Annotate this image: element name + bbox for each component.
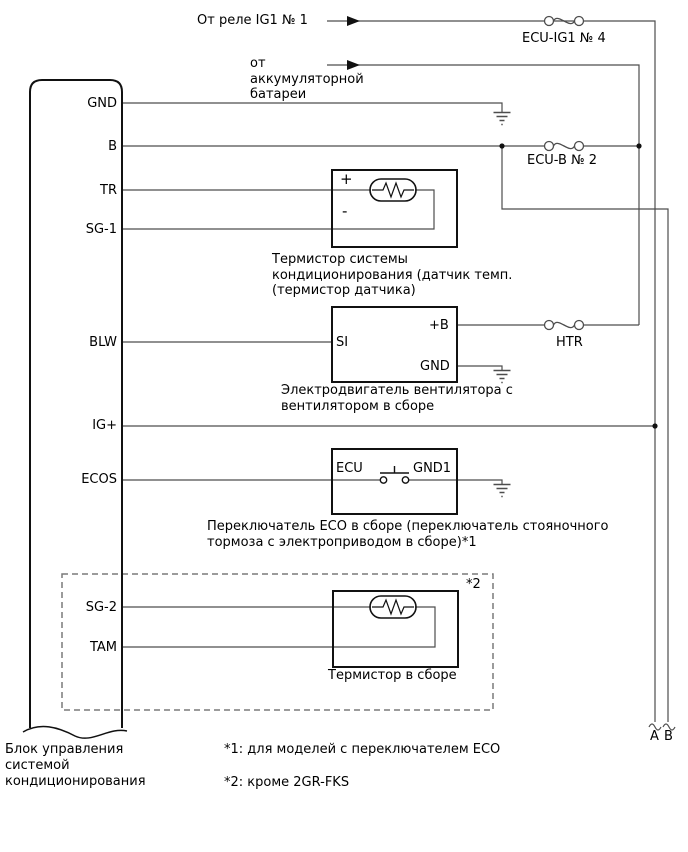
- fuse-ecu-b-label: ECU-B № 2: [527, 153, 598, 168]
- terminal-breaks: [648, 723, 676, 731]
- eco-switch-box: [331, 448, 458, 515]
- arrow-ig1-icon: [347, 16, 360, 26]
- fuse-htr-icon: [543, 319, 585, 331]
- thermistor-oval-icon: [369, 595, 417, 619]
- ecu-pin-gnd: GND: [87, 96, 117, 111]
- wire-gnd1: [409, 479, 503, 484]
- wire-b-branch-terminal: [501, 146, 669, 722]
- ecu-pin-ecos: ECOS: [81, 472, 117, 487]
- ac-thermistor-minus-label: -: [342, 202, 348, 220]
- resistor-zigzag-icon: [372, 598, 414, 616]
- terminal-a-break-icon: [648, 723, 662, 731]
- footnote-1: *1: для моделей с переключателем ECO: [224, 742, 501, 757]
- source-battery-label: от аккумуляторной батареи: [250, 56, 364, 102]
- blower-caption: Электродвигатель вентилятора с вентилято…: [281, 383, 513, 414]
- eco-switch-caption: Переключатель ECO в сборе (переключатель…: [207, 519, 609, 550]
- blower-pin-gnd-label: GND: [420, 359, 450, 374]
- terminal-b-break-icon: [662, 723, 676, 731]
- ecu-label: Блок управления системой кондиционирован…: [5, 742, 146, 789]
- ground-icon: [493, 111, 511, 126]
- footnote-2: *2: кроме 2GR-FKS: [224, 775, 350, 790]
- wire-blower-gnd: [457, 365, 503, 370]
- thermistor-symbols: [369, 178, 417, 619]
- ecu-box: [29, 79, 123, 728]
- wire-gnd: [122, 102, 503, 112]
- resistor-zigzag-icon: [372, 181, 414, 199]
- ac-thermistor-caption: Термистор системы кондиционирования (дат…: [272, 252, 513, 298]
- thermistor-assy-box: [332, 590, 459, 668]
- switch-contact-icon: [379, 466, 410, 484]
- wire-battery-feed: [327, 64, 640, 325]
- ac-thermistor-box: [331, 169, 458, 248]
- arrow-battery-icon: [347, 60, 360, 70]
- ecu-pin-b: B: [108, 139, 117, 154]
- terminal-a-label: A: [650, 729, 659, 744]
- ground-symbols: [493, 111, 511, 498]
- ecu-pin-sg2: SG-2: [85, 600, 117, 615]
- junction-dot: [652, 423, 658, 429]
- fuse-ecu-b-icon: [543, 140, 585, 152]
- ground-icon: [493, 369, 511, 384]
- terminal-b-label: B: [664, 729, 673, 744]
- wire-sg1: [122, 189, 435, 230]
- ecu-box-torn-edge: [22, 725, 128, 739]
- thermistor-assy-caption: Термистор в сборе: [328, 668, 457, 683]
- ecu-pin-igplus: IG+: [92, 418, 117, 433]
- fuse-symbols: [543, 15, 585, 331]
- source-ig1-relay-label: От реле IG1 № 1: [197, 13, 308, 28]
- thermistor-oval-icon: [369, 178, 417, 202]
- fuse-ecu-ig1-icon: [543, 15, 585, 27]
- ecu-pin-tam: TAM: [89, 640, 117, 655]
- junction-dots: [499, 143, 658, 429]
- blower-pin-si-label: SI: [336, 335, 349, 350]
- wire-ig1-feed: [327, 20, 656, 722]
- ecu-pin-blw: BLW: [89, 335, 117, 350]
- option-note-ref: *2: [466, 577, 481, 592]
- option-dashed-box: [61, 573, 494, 711]
- ground-icon: [493, 483, 511, 498]
- junction-dot: [636, 143, 642, 149]
- ecu-pin-sg1: SG-1: [85, 222, 117, 237]
- component-boxes: [331, 169, 459, 668]
- blower-pin-plus-b-label: +B: [429, 318, 449, 333]
- ecu-pin-tr: TR: [100, 183, 117, 198]
- fuse-htr-label: HTR: [556, 335, 583, 350]
- eco-pin-gnd1-label: GND1: [413, 461, 452, 476]
- blower-motor-box: [331, 306, 458, 383]
- fuse-ecu-ig1-label: ECU-IG1 № 4: [522, 31, 606, 46]
- wires: [122, 20, 669, 722]
- wire-tam: [122, 606, 436, 648]
- eco-pin-ecu-label: ECU: [336, 461, 363, 476]
- ac-thermistor-plus-label: +: [340, 170, 353, 188]
- junction-dot: [499, 143, 505, 149]
